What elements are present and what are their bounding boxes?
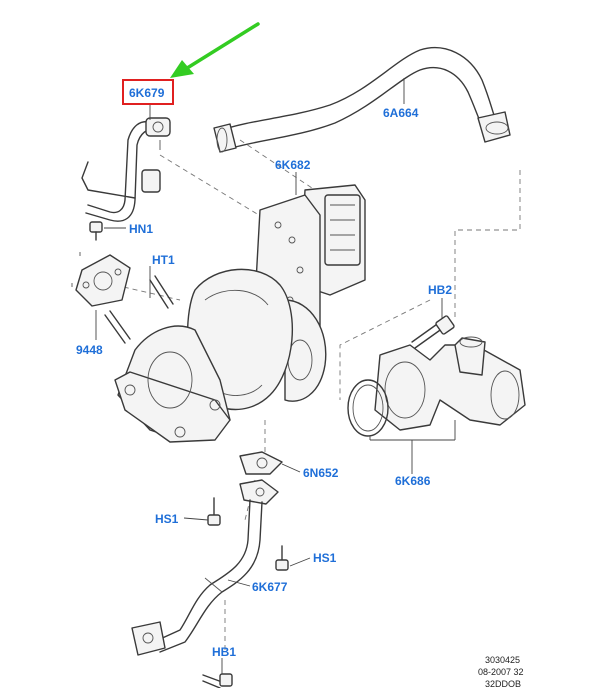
label-hs1-right: HS1 (313, 551, 337, 565)
label-ht1: HT1 (152, 253, 175, 267)
turbocharger-6k682 (114, 184, 366, 443)
label-hb1: HB1 (212, 645, 236, 659)
elbow-6k686 (347, 336, 526, 437)
pipe-6k679 (81, 117, 171, 222)
label-6n652: 6N652 (303, 466, 339, 480)
highlight-box (122, 79, 174, 105)
pointer-arrow (170, 22, 260, 78)
footer-line-2: 08-2007 32 (478, 667, 524, 677)
bolt-hb2 (411, 315, 455, 349)
label-hb2: HB2 (428, 283, 452, 297)
footer-line-1: 3030425 (485, 655, 520, 665)
leader-lines (95, 78, 456, 674)
footer-line-3: 32DDOB (485, 679, 521, 688)
hose-6a664 (213, 46, 511, 153)
bolt-hb1 (202, 673, 233, 688)
label-6k682: 6K682 (275, 158, 311, 172)
pipe-6k677 (131, 479, 279, 656)
label-6a664: 6A664 (383, 106, 419, 120)
label-6k679: 6K679 (129, 86, 165, 100)
fasteners-left (71, 221, 174, 344)
label-hn1: HN1 (129, 222, 153, 236)
label-6k686: 6K686 (395, 474, 431, 488)
label-9448: 9448 (76, 343, 103, 357)
gasket-6n652 (239, 451, 283, 475)
label-hs1-left: HS1 (155, 512, 179, 526)
label-6k677: 6K677 (252, 580, 288, 594)
